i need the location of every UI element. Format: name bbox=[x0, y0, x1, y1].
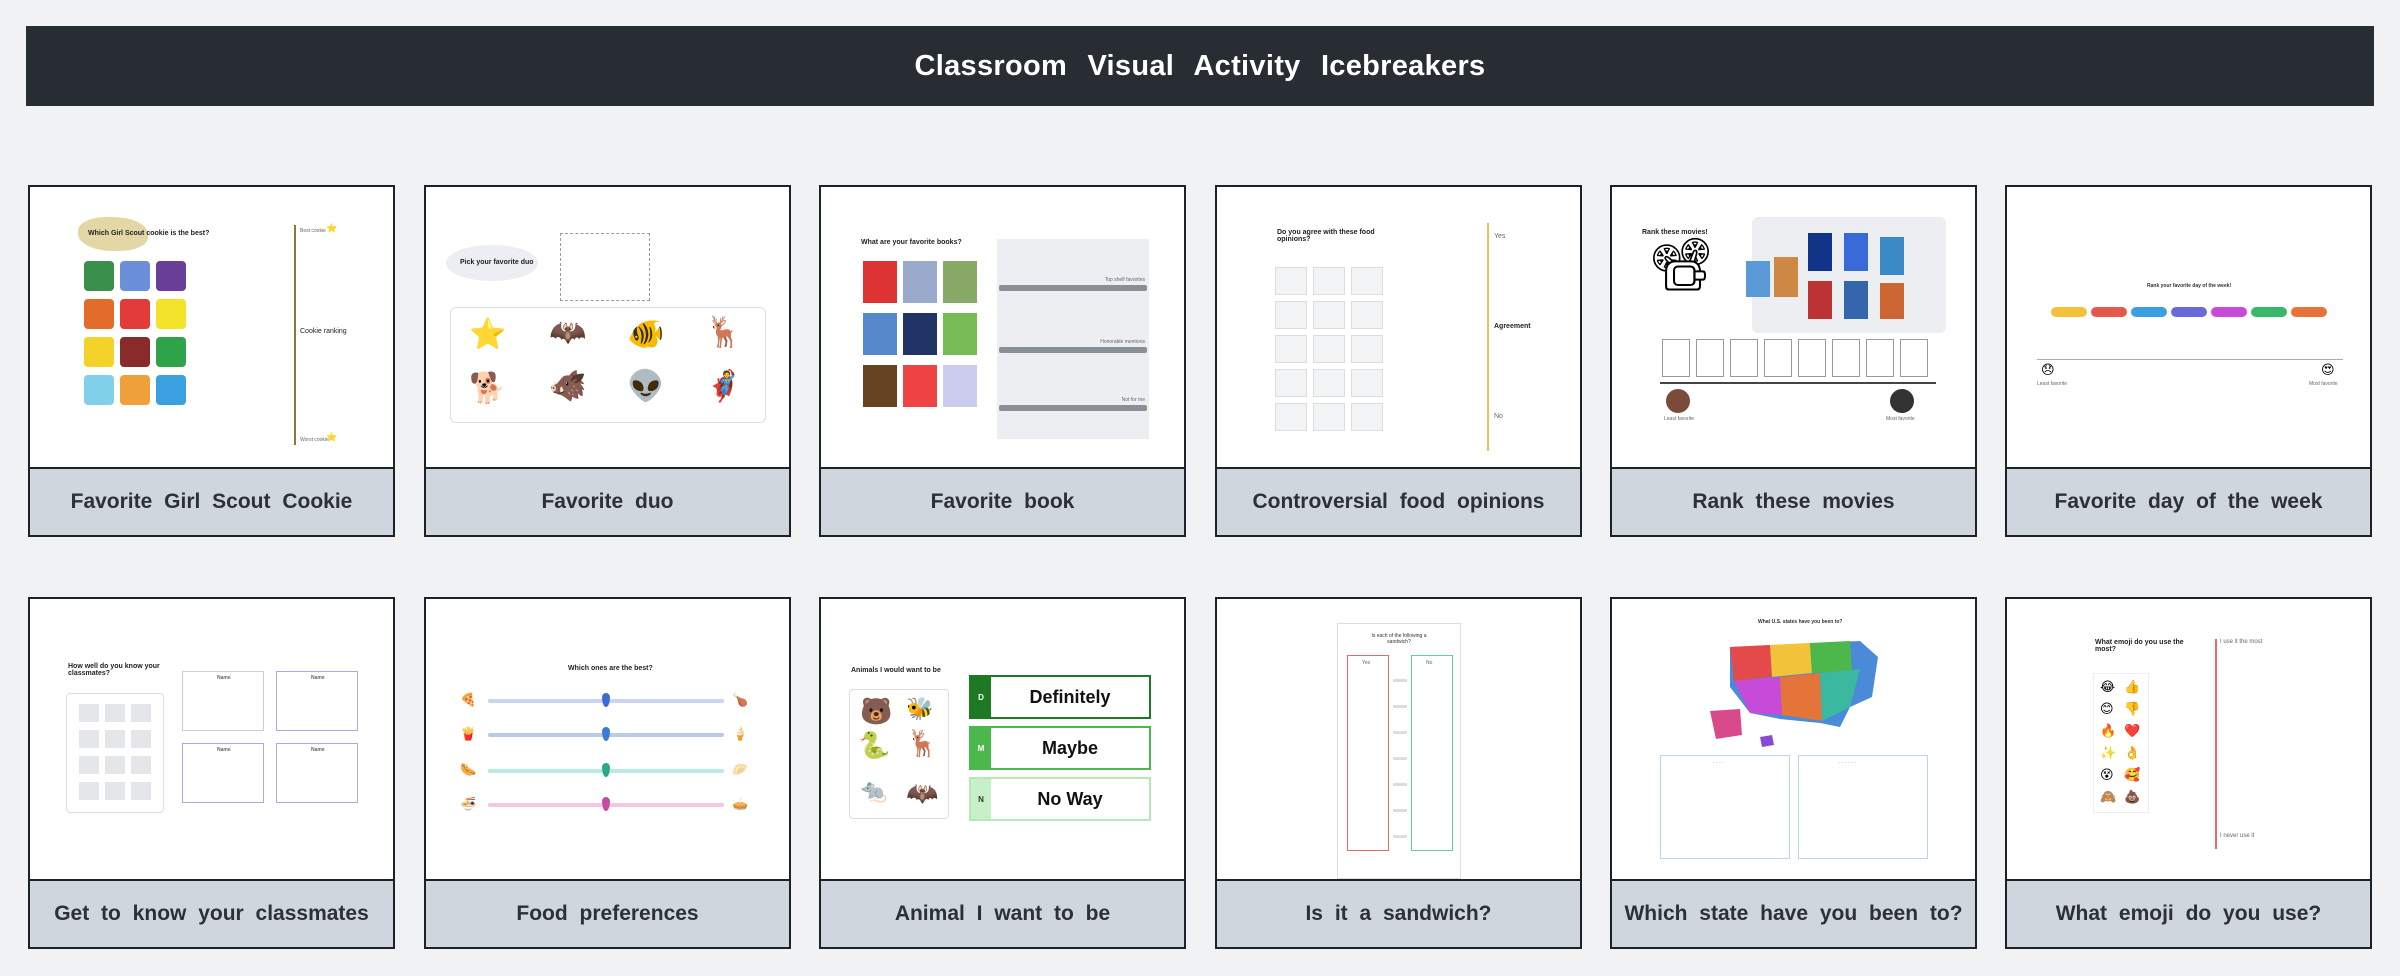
scale-bottom-label: Worst cookie bbox=[300, 437, 329, 443]
scale-top-label: I use it the most bbox=[2220, 639, 2263, 645]
name-box: Name bbox=[182, 671, 264, 731]
scale-bottom-label: No bbox=[1494, 413, 1503, 420]
activity-card-favorite-day[interactable]: Rank your favorite day of the week! 😞 😍 … bbox=[2005, 185, 2372, 537]
activity-card-girl-scout-cookie[interactable]: Which Girl Scout cookie is the best? Bes… bbox=[28, 185, 395, 537]
activity-card-food-preferences[interactable]: Which ones are the best? 🍕 🍟 🌭 🍜 🍗 🍦 🥟 🥧… bbox=[424, 597, 791, 949]
classmate-grid bbox=[66, 693, 164, 813]
day-chips bbox=[2051, 307, 2327, 317]
card-label[interactable]: Favorite day of the week bbox=[2007, 467, 2370, 535]
activity-card-is-it-a-sandwich[interactable]: Is each of the following a sandwich? Yes… bbox=[1215, 597, 1582, 949]
scale-right-label: Most favorite bbox=[2309, 381, 2338, 387]
thumb-heading: Do you agree with these food opinions? bbox=[1277, 229, 1375, 243]
scale-right-label: Most favorite bbox=[1886, 416, 1915, 422]
heart-eyes-icon: 😍 bbox=[2321, 362, 2335, 377]
thumbnail: Rank these movies! 📽 Least favorite Most… bbox=[1612, 187, 1975, 467]
card-label[interactable]: Get to know your classmates bbox=[30, 879, 393, 947]
rank-slots bbox=[1662, 339, 1932, 381]
book-grid bbox=[863, 261, 981, 411]
fries-icon: 🍟 bbox=[460, 726, 477, 741]
option-no-way: N No Way bbox=[969, 777, 1151, 821]
activity-card-controversial-food[interactable]: Do you agree with these food opinions? Y… bbox=[1215, 185, 1582, 537]
opinion-grid bbox=[1275, 267, 1385, 433]
card-label[interactable]: Food preferences bbox=[426, 879, 789, 947]
dumpling-icon: 🥟 bbox=[732, 762, 749, 777]
scale-center-label: Agreement bbox=[1494, 323, 1531, 330]
scale-left-label: Least favorite bbox=[2037, 381, 2068, 387]
cookie-grid bbox=[82, 259, 190, 411]
card-label[interactable]: What emoji do you use? bbox=[2007, 879, 2370, 947]
thumb-heading: Is each of the following a sandwich? bbox=[1371, 633, 1427, 645]
option-definitely: D Definitely bbox=[969, 675, 1151, 719]
thumbnail: What U.S. states have you been to? · · ·… bbox=[1612, 599, 1975, 879]
activity-card-what-emoji[interactable]: What emoji do you use the most? 😂 👍 😊 👎 … bbox=[2005, 597, 2372, 949]
thumb-heading: Animals I would want to be bbox=[851, 667, 941, 674]
thumb-heading: What U.S. states have you been to? bbox=[1758, 619, 1843, 625]
activity-card-animal-i-want-to-be[interactable]: Animals I would want to be 🐻 🐝 🐍 🦌 🐀 🦇 D… bbox=[819, 597, 1186, 949]
card-label[interactable]: Rank these movies bbox=[1612, 467, 1975, 535]
thumbnail: Is each of the following a sandwich? Yes… bbox=[1217, 599, 1580, 879]
thumb-heading: How well do you know your classmates? bbox=[68, 663, 160, 677]
icecream-icon: 🍦 bbox=[732, 726, 749, 741]
noodles-icon: 🍜 bbox=[460, 796, 477, 811]
card-label[interactable]: Favorite duo bbox=[426, 467, 789, 535]
card-label[interactable]: Animal I want to be bbox=[821, 879, 1184, 947]
item-list bbox=[1393, 679, 1407, 849]
animal-grid: 🐻 🐝 🐍 🦌 🐀 🦇 bbox=[849, 689, 949, 819]
thumbnail: How well do you know your classmates? Na… bbox=[30, 599, 393, 879]
thumbnail: What are your favorite books? Top shelf … bbox=[821, 187, 1184, 467]
emoji-grid: 😂 👍 😊 👎 🔥 ❤️ ✨ 👌 😵 🥰 🙈 💩 bbox=[2093, 673, 2149, 813]
thumb-heading: What are your favorite books? bbox=[861, 239, 962, 246]
star-icon: ⭐ bbox=[326, 223, 338, 233]
star-icon: ⭐ bbox=[326, 432, 338, 442]
thumbnail: Which Girl Scout cookie is the best? Bes… bbox=[30, 187, 393, 467]
thumb-heading: Rank these movies! bbox=[1642, 229, 1708, 236]
scale-left-label: Least favorite bbox=[1664, 416, 1695, 422]
thumb-heading: What emoji do you use the most? bbox=[2095, 639, 2184, 653]
card-label[interactable]: Favorite book bbox=[821, 467, 1184, 535]
page-banner: Classroom Visual Activity Icebreakers bbox=[26, 26, 2374, 106]
option-maybe: M Maybe bbox=[969, 726, 1151, 770]
activity-card-get-to-know-classmates[interactable]: How well do you know your classmates? Na… bbox=[28, 597, 395, 949]
bookshelf: Top shelf favorites Honorable mentions N… bbox=[997, 239, 1149, 439]
activity-card-favorite-book[interactable]: What are your favorite books? Top shelf … bbox=[819, 185, 1186, 537]
page-title: Classroom Visual Activity Icebreakers bbox=[914, 49, 1486, 82]
thumbnail: What emoji do you use the most? 😂 👍 😊 👎 … bbox=[2007, 599, 2370, 879]
thumbnail: Pick your favorite duo ⭐ 🦇 🐠 🦌 🐕 🐗 👽 🦸 bbox=[426, 187, 789, 467]
scale-top-label: Best cookie bbox=[300, 228, 326, 234]
us-map bbox=[1710, 641, 1878, 747]
nuggets-icon: 🍗 bbox=[732, 692, 749, 707]
name-box: Name bbox=[182, 743, 264, 803]
sad-face-icon: 😞 bbox=[2041, 362, 2055, 377]
scale-center-label: Cookie ranking bbox=[300, 328, 347, 335]
thumb-heading: Which Girl Scout cookie is the best? bbox=[88, 230, 210, 237]
thumbnail: Do you agree with these food opinions? Y… bbox=[1217, 187, 1580, 467]
name-box: Name bbox=[276, 671, 358, 731]
thumb-heading: Rank your favorite day of the week! bbox=[2147, 283, 2232, 289]
thumb-heading: Which ones are the best? bbox=[568, 665, 653, 672]
pizza-icon: 🍕 bbox=[460, 692, 477, 707]
pie-icon: 🥧 bbox=[732, 796, 749, 811]
scale-bottom-label: I never use it bbox=[2220, 833, 2255, 839]
duo-grid: ⭐ 🦇 🐠 🦌 🐕 🐗 👽 🦸 bbox=[450, 307, 766, 423]
film-projector-icon: 📽 bbox=[1648, 236, 1715, 294]
thumbnail: Which ones are the best? 🍕 🍟 🌭 🍜 🍗 🍦 🥟 🥧 bbox=[426, 599, 789, 879]
card-label[interactable]: Controversial food opinions bbox=[1217, 467, 1580, 535]
card-label[interactable]: Is it a sandwich? bbox=[1217, 879, 1580, 947]
activity-card-rank-movies[interactable]: Rank these movies! 📽 Least favorite Most… bbox=[1610, 185, 1977, 537]
activity-card-favorite-duo[interactable]: Pick your favorite duo ⭐ 🦇 🐠 🦌 🐕 🐗 👽 🦸 F… bbox=[424, 185, 791, 537]
activity-card-which-state[interactable]: What U.S. states have you been to? · · ·… bbox=[1610, 597, 1977, 949]
thumbnail: Animals I would want to be 🐻 🐝 🐍 🦌 🐀 🦇 D… bbox=[821, 599, 1184, 879]
thumbnail: Rank your favorite day of the week! 😞 😍 … bbox=[2007, 187, 2370, 467]
card-label[interactable]: Which state have you been to? bbox=[1612, 879, 1975, 947]
thumb-heading: Pick your favorite duo bbox=[460, 259, 534, 266]
name-box: Name bbox=[276, 743, 358, 803]
scale-top-label: Yes bbox=[1494, 233, 1506, 240]
card-label[interactable]: Favorite Girl Scout Cookie bbox=[30, 467, 393, 535]
hotdog-icon: 🌭 bbox=[460, 762, 477, 777]
